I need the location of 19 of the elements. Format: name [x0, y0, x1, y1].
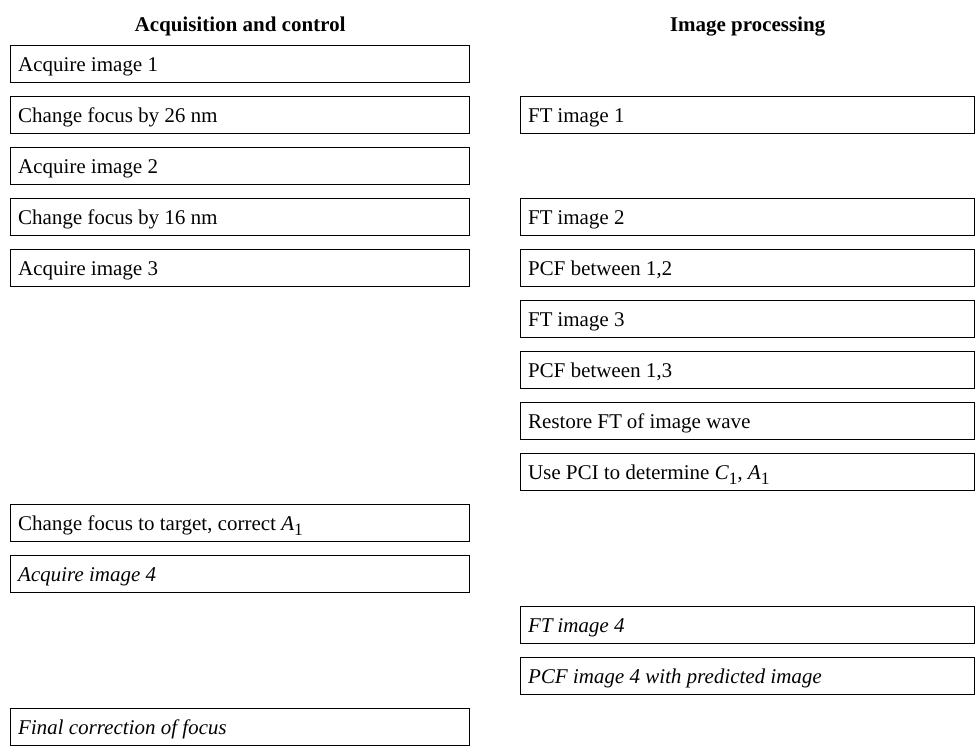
step-box: Acquire image 3 [10, 249, 470, 287]
step-box: PCF between 1,3 [520, 351, 975, 389]
column-heading: Acquisition and control [134, 12, 346, 37]
step-box: Acquire image 1 [10, 45, 470, 83]
step-box: PCF image 4 with predicted image [520, 657, 975, 695]
step-box: Acquire image 4 [10, 555, 470, 593]
step-box: FT image 3 [520, 300, 975, 338]
step-box: Change focus to target, correct A$_{1}$ [10, 504, 470, 542]
step-box: Use PCI to determine C$_{1}$, A$_{1}$ [520, 453, 975, 491]
step-box: Change focus by 26 nm [10, 96, 470, 134]
step-box: PCF between 1,2 [520, 249, 975, 287]
step-box: Final correction of focus [10, 708, 470, 746]
step-box: Change focus by 16 nm [10, 198, 470, 236]
column-heading: Image processing [668, 12, 826, 37]
step-box: FT image 4 [520, 606, 975, 644]
step-box: Restore FT of image wave [520, 402, 975, 440]
step-box: FT image 1 [520, 96, 975, 134]
step-box: Acquire image 2 [10, 147, 470, 185]
step-box: FT image 2 [520, 198, 975, 236]
